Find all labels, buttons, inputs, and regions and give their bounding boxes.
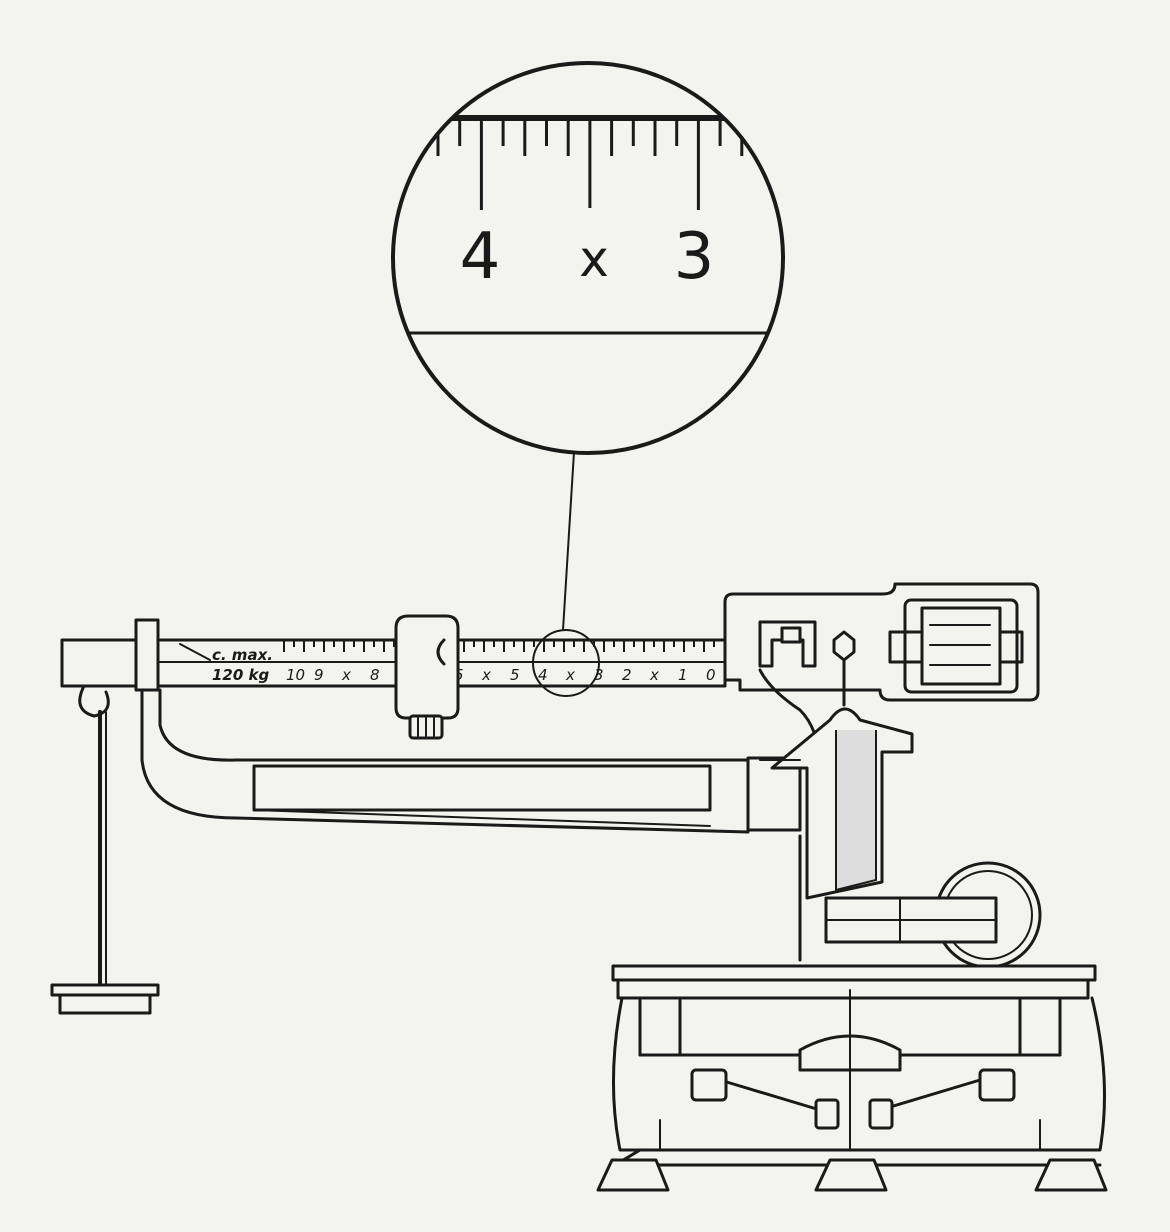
beam-scale-label: 2 [622, 666, 632, 684]
beam-scale-label: x [481, 666, 491, 684]
stand-feet [596, 1158, 1108, 1192]
magnifier-left-digit: 4 [460, 220, 501, 294]
beam-scale-label: x [341, 666, 351, 684]
bearings [758, 620, 856, 772]
capacity-label-line1: c. max. [212, 646, 273, 664]
magnifier-right-digit: 3 [674, 220, 715, 294]
beam-scale-label: 10 [286, 666, 305, 684]
beam-scale-label: 5 [510, 666, 520, 684]
platform-stand [611, 964, 1106, 1167]
magnifier-leader-line [562, 451, 575, 631]
balance-beam: 109x8xx5x54x32x10 c. max. 120 kg [60, 618, 727, 697]
beam-scale-label: 0 [706, 666, 716, 684]
beam-housing [723, 582, 1040, 702]
sliding-poise [394, 614, 460, 740]
beam-scale-label: 8 [370, 666, 380, 684]
beam-scale-label: x [649, 666, 659, 684]
magnifier-middle-mark: x [579, 230, 609, 288]
lever-arm [140, 688, 802, 834]
beam-scale-label: 1 [678, 666, 688, 684]
beam-scale-label: x [565, 666, 575, 684]
beam-scale-label: 4 [538, 666, 548, 684]
beam-scale-label: 3 [594, 666, 604, 684]
capacity-label-line2: 120 kg [212, 666, 270, 684]
magnifier-scale-ticks [436, 118, 744, 210]
beam-scale-label: 9 [314, 666, 324, 684]
magnifier: 4 x 3 [391, 61, 785, 455]
central-column [759, 707, 914, 962]
